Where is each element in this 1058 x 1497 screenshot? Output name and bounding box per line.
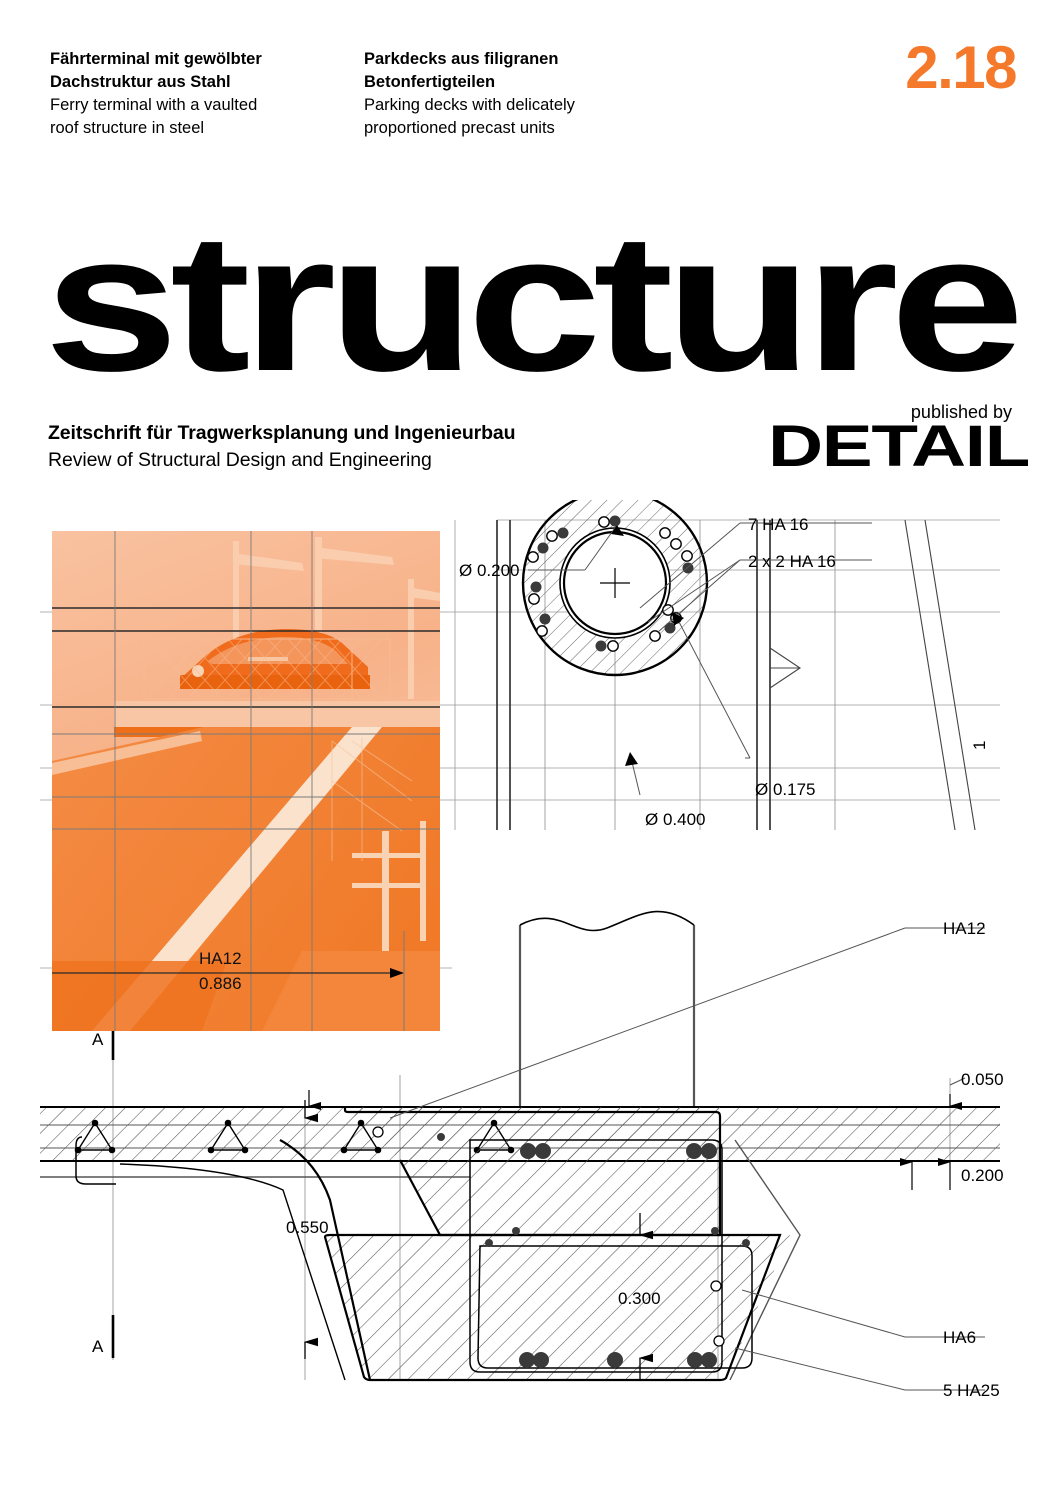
wordmark-glyphs: structure bbox=[44, 222, 1017, 402]
label-section-a-bottom: A bbox=[92, 1337, 104, 1356]
label-dia-400: Ø 0.400 bbox=[645, 810, 706, 829]
label-2x2-ha-16: 2 x 2 HA 16 bbox=[748, 552, 836, 571]
teaser-2-german-line-2: Betonfertigteilen bbox=[364, 73, 496, 91]
magazine-wordmark: structure bbox=[44, 222, 1024, 402]
label-dim-200: 0.200 bbox=[961, 1166, 1004, 1185]
detail-logo-glyphs: DETAIL bbox=[768, 418, 1028, 474]
label-ha6: HA6 bbox=[943, 1328, 976, 1347]
issue-number: 2.18 bbox=[905, 34, 1017, 101]
label-ha12-right: HA12 bbox=[943, 919, 986, 938]
top-leaders bbox=[528, 522, 872, 796]
cover-header: Fährterminal mit gewölbter Dachstruktur … bbox=[0, 0, 1058, 170]
deck-stripe bbox=[92, 727, 382, 1031]
skew-guides bbox=[769, 519, 976, 831]
masthead-subtitle: Zeitschrift für Tragwerksplanung und Ing… bbox=[48, 420, 688, 474]
column-outer-circle bbox=[521, 500, 709, 677]
photo-dimension-line bbox=[52, 931, 405, 1031]
detail-publisher-logo: DETAIL bbox=[768, 418, 1028, 474]
photo-label-ha12: HA12 bbox=[199, 949, 242, 968]
label-dim-550: 0.550 bbox=[286, 1218, 329, 1237]
teaser-1-german-line-1: Fährterminal mit gewölbter bbox=[50, 50, 262, 68]
teaser-parking-decks: Parkdecks aus filigranen Betonfertigteil… bbox=[364, 48, 664, 140]
right-dimensions bbox=[900, 1077, 966, 1190]
railing bbox=[352, 821, 426, 951]
beam-rebar bbox=[372, 1126, 750, 1368]
teaser-2-english-line-1: Parking decks with delicately bbox=[364, 96, 575, 114]
photo-label-dim: 0.886 bbox=[199, 974, 242, 993]
label-dim-050: 0.050 bbox=[961, 1070, 1004, 1089]
teaser-1-english-line-2: roof structure in steel bbox=[50, 119, 205, 137]
photo-overlay-rules-thin bbox=[52, 531, 440, 1031]
column-break-symbol bbox=[519, 910, 695, 932]
teaser-2-english-line-2: proportioned precast units bbox=[364, 119, 555, 137]
deck-edge-band bbox=[114, 701, 440, 727]
bottom-leaders bbox=[389, 927, 985, 1391]
teaser-1-english-line-1: Ferry terminal with a vaulted bbox=[50, 96, 258, 114]
subtitle-english: Review of Structural Design and Engineer… bbox=[48, 449, 432, 471]
label-dim-300: 0.300 bbox=[618, 1289, 661, 1308]
subtitle-german: Zeitschrift für Tragwerksplanung und Ing… bbox=[48, 422, 516, 444]
section-a-markers: A A bbox=[92, 1020, 115, 1360]
teaser-2-german-line-1: Parkdecks aus filigranen bbox=[364, 50, 559, 68]
teaser-1-german-line-2: Dachstruktur aus Stahl bbox=[50, 73, 231, 91]
published-by-label: published by bbox=[910, 402, 1012, 422]
column-shaft bbox=[518, 910, 696, 1107]
technical-drawing-area: Ø 0.200 7 HA 16 2 x 2 HA 16 Ø 0.175 Ø 0.… bbox=[0, 500, 1058, 1497]
cover-photo-parking-deck: HA12 0.886 bbox=[52, 531, 440, 1031]
photo-car bbox=[180, 628, 370, 689]
label-dia-200: Ø 0.200 bbox=[459, 561, 520, 580]
mesh-fence bbox=[143, 638, 391, 721]
photo-overlay-rules bbox=[52, 607, 440, 708]
label-section-a-top: A bbox=[92, 1030, 104, 1049]
column-cross-section bbox=[521, 500, 709, 677]
label-7-ha-16: 7 HA 16 bbox=[748, 515, 809, 534]
label-section-1: 1 bbox=[970, 741, 989, 750]
rebar-dots bbox=[527, 515, 694, 652]
teaser-ferry-terminal: Fährterminal mit gewölbter Dachstruktur … bbox=[50, 48, 350, 140]
label-dia-175: Ø 0.175 bbox=[755, 780, 816, 799]
label-5-ha25: 5 HA25 bbox=[943, 1381, 1000, 1400]
stirrups bbox=[75, 1136, 753, 1373]
construction-verticals bbox=[496, 520, 771, 830]
center-mark bbox=[600, 568, 630, 598]
